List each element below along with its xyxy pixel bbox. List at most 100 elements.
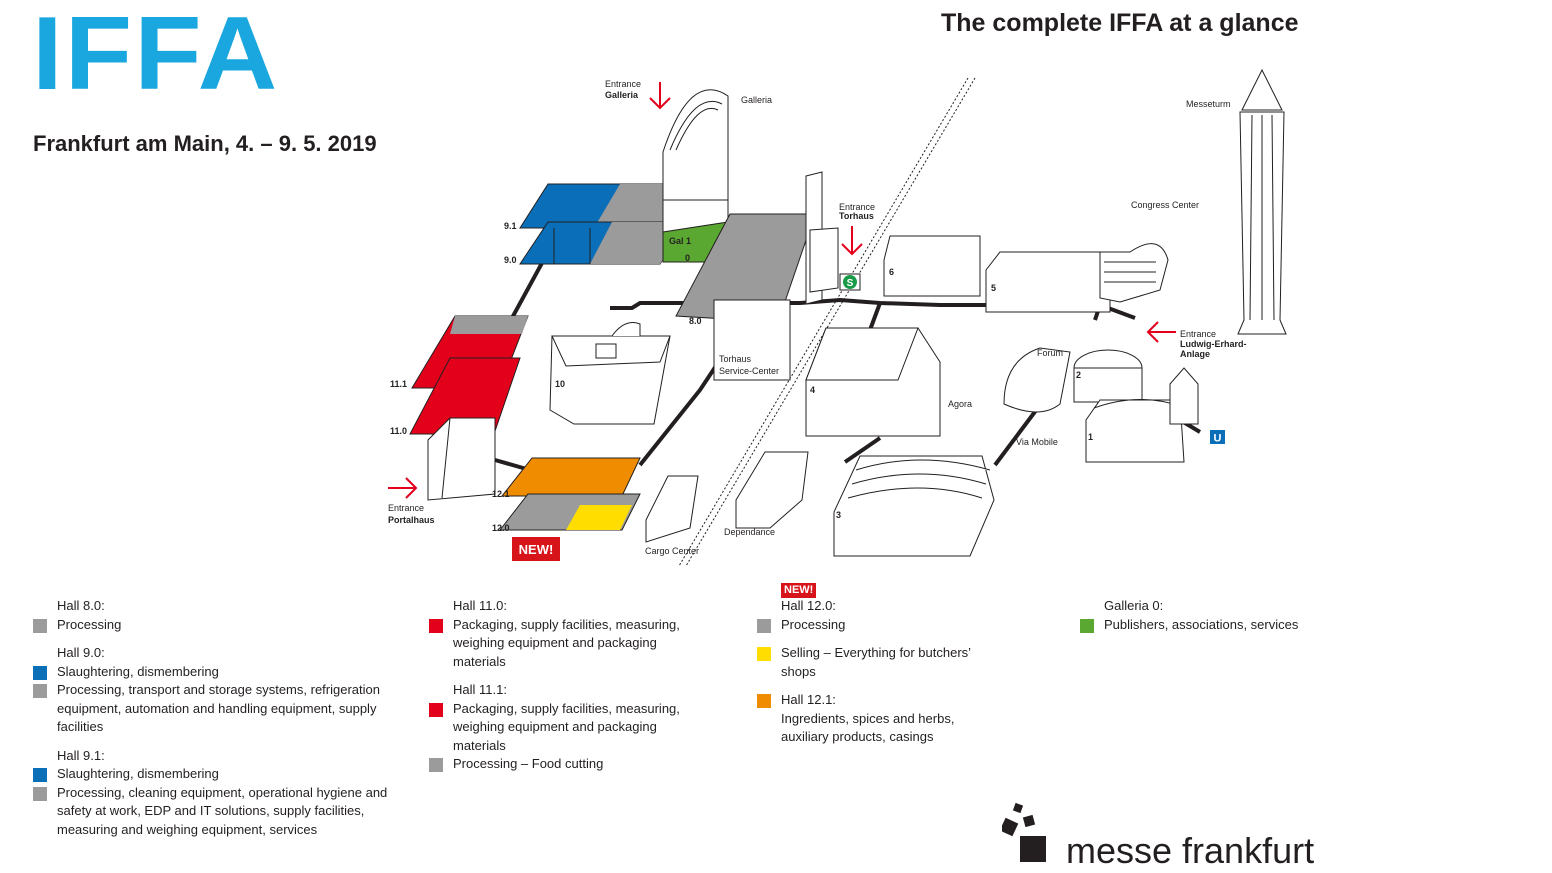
ubahn-icon: U: [1210, 430, 1225, 445]
cargo-center-label: Cargo Center: [645, 546, 699, 556]
hall-3-label: 3: [836, 510, 841, 520]
hall-11-1-label: 11.1: [390, 379, 407, 389]
torhaus-service-label-1: Torhaus: [719, 354, 752, 364]
legend-item: Publishers, associations, services: [1080, 616, 1320, 635]
hall-5: [985, 251, 1111, 313]
swatch-gray: [33, 618, 47, 633]
legend-column-4: Galleria 0: Publishers, associations, se…: [1080, 597, 1320, 634]
swatch-red: [429, 618, 443, 633]
hall-12-1: [500, 457, 641, 497]
entrance-portalhaus-label-1: Entrance: [388, 503, 424, 513]
legend-item: Slaughtering, dismembering: [33, 765, 403, 784]
hall-11-0-label: 11.0: [390, 426, 407, 436]
legend-title: Hall 8.0:: [57, 598, 105, 613]
swatch-gray: [429, 758, 443, 772]
entrance-galleria-label-1: Entrance: [605, 79, 641, 89]
swatch-red: [429, 702, 443, 717]
swatch-blue: [33, 768, 47, 782]
legend-title: Hall 9.1:: [57, 747, 105, 763]
legend-item: Processing, cleaning equipment, operatio…: [33, 784, 403, 840]
hall-4: [805, 327, 941, 437]
legend-column-1: Hall 8.0: Processing Hall 9.0: Slaughter…: [33, 597, 403, 839]
forum-label: Forum: [1037, 348, 1063, 358]
legend-item: Ingredients, spices and herbs, auxiliary…: [781, 710, 955, 745]
messeturm-tower: [1237, 68, 1287, 335]
iffa-logo: IFFA: [32, 0, 280, 112]
new-badge-legend: NEW!: [781, 583, 817, 598]
entrance-ludwig-label-2: Ludwig-Erhard-: [1180, 339, 1247, 349]
swatch-yellow: [757, 647, 771, 661]
page-title: The complete IFFA at a glance: [941, 9, 1299, 37]
legend-item: Hall 12.1:: [757, 691, 977, 710]
legend-column-3: NEW! Hall 12.0: Processing Selling – Eve…: [757, 580, 977, 747]
hall-5-label: 5: [991, 283, 996, 293]
entrance-portalhaus-label-2: Portalhaus: [388, 515, 435, 525]
pavilion-building: [1169, 367, 1199, 425]
swatch-blue: [33, 665, 47, 680]
railway-track: [678, 77, 969, 567]
dependance-label: Dependance: [724, 527, 775, 537]
cargo-center: [645, 475, 699, 543]
via-mobile-label: Via Mobile: [1016, 437, 1058, 447]
congress-center-label: Congress Center: [1131, 200, 1199, 210]
agora-label: Agora: [948, 399, 972, 409]
hall-12-0: [498, 493, 641, 531]
legend-title: Hall 12.0:: [781, 598, 836, 613]
swatch-green: [1080, 618, 1094, 633]
hall-6-label: 6: [889, 267, 894, 277]
new-badge-map: NEW!: [512, 537, 560, 561]
swatch-gray: [33, 684, 47, 698]
messeturm-label: Messeturm: [1186, 99, 1231, 109]
legend-item: Packaging, supply facilities, measuring,…: [429, 700, 694, 756]
legend-item: Processing: [33, 616, 403, 635]
legend-item: Packaging, supply facilities, measuring,…: [429, 616, 694, 672]
congress-center: [1099, 243, 1169, 303]
legend-item: Processing – Food cutting: [429, 755, 694, 774]
hall-3: [833, 455, 995, 557]
hall-9-1-label: 9.1: [504, 221, 517, 231]
legend-item: Processing: [757, 616, 977, 635]
event-date-location: Frankfurt am Main, 4. – 9. 5. 2019: [33, 131, 377, 156]
railway-track: [685, 77, 976, 567]
galleria-label: Galleria: [741, 95, 772, 105]
galleria-0-label: 0: [685, 253, 690, 263]
svg-text:U: U: [1214, 433, 1222, 445]
torhaus-tower: [805, 171, 839, 305]
swatch-orange: [757, 694, 771, 708]
hall-2: [1073, 349, 1143, 403]
hall-6: [883, 235, 981, 297]
entrance-torhaus-label-2: Torhaus: [839, 211, 874, 221]
hall-8-0-label: 8.0: [689, 316, 702, 326]
legend-title: Galleria 0:: [1104, 598, 1164, 613]
swatch-gray: [757, 618, 771, 633]
hall-10-label: 10: [555, 379, 565, 389]
legend-title: Hall 11.0:: [453, 598, 507, 613]
legend-item: Processing, transport and storage system…: [33, 681, 403, 737]
dependance-building: [735, 451, 809, 529]
torhaus-service-center: [713, 299, 791, 381]
exhibition-site-map: S U NEW! Entrance Galleria Galleria Entr…: [388, 68, 1287, 567]
hall-4-label: 4: [810, 385, 815, 395]
galleria-1-label: Gal 1: [669, 236, 691, 246]
forum-building: [1003, 347, 1071, 413]
hall-10: [549, 322, 671, 425]
hall-2-label: 2: [1076, 370, 1081, 380]
entrance-torhaus-label-1: Entrance: [839, 202, 875, 212]
legend-title: Hall 11.1:: [453, 682, 507, 697]
hall-12-0-label: 12.0: [492, 523, 510, 533]
hall-1-label: 1: [1088, 432, 1093, 442]
messe-frankfurt-logo: messe frankfurt: [999, 800, 1314, 871]
svg-text:NEW!: NEW!: [519, 542, 554, 557]
messe-frankfurt-cubes-logo: [999, 802, 1046, 862]
hall-9-0-label: 9.0: [504, 255, 517, 265]
legend-title: Hall 9.0:: [57, 645, 105, 660]
hall-1: [1085, 399, 1185, 463]
portalhaus-building: [427, 417, 496, 501]
entrance-galleria-label-2: Galleria: [605, 90, 639, 100]
sbahn-icon: S: [839, 273, 861, 291]
entrance-ludwig-label-1: Entrance: [1180, 329, 1216, 339]
legend-item: Selling – Everything for butchers’ shops: [757, 644, 977, 681]
legend-item: Slaughtering, dismembering: [33, 663, 403, 682]
entrance-ludwig-label-3: Anlage: [1180, 349, 1210, 359]
entrance-arrows: [388, 82, 1176, 499]
